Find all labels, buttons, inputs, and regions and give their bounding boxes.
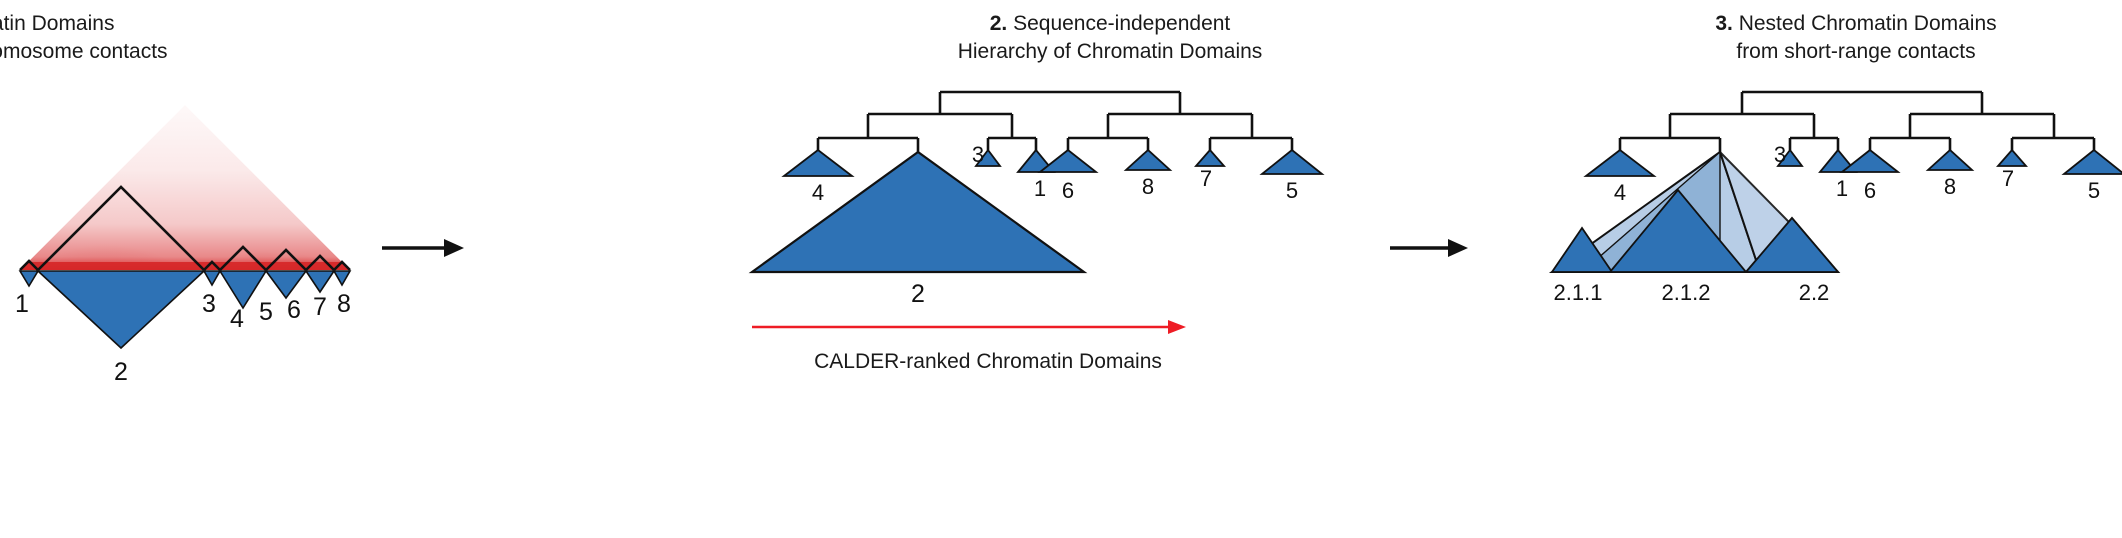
hierarchy-dendrogram (816, 90, 1294, 152)
nested-leaf-triangle-6 (1839, 148, 1901, 173)
hic-contact-heatmap (20, 105, 350, 270)
leaf-label-3: 3 (972, 142, 984, 167)
panel-2-number: 2. (989, 12, 1008, 35)
domain-label-8: 8 (337, 290, 351, 318)
domain-triangle-1 (18, 270, 40, 288)
leaf-label-7: 7 (1200, 166, 1212, 191)
domain-triangle-4 (218, 270, 268, 310)
leaf-triangle-8 (1123, 148, 1173, 171)
nested-label-2-2: 2.2 (1799, 280, 1830, 305)
panel-2-title: 2. Sequence-independent Hierarchy of Chr… (730, 10, 1490, 66)
nested-leaf-triangle-3 (1776, 148, 1804, 167)
domain-label-6: 6 (287, 296, 301, 324)
panel-3-number: 3. (1715, 12, 1733, 35)
panel-1-title: 1. Chromatin Domains from whole-chromoso… (0, 10, 360, 66)
domain-triangle-3 (202, 270, 222, 287)
leaf-triangle-7 (1194, 148, 1226, 167)
panel-3-title-line2: from short-range contacts (1736, 40, 1976, 63)
arrow-1-to-2 (382, 239, 464, 257)
panel-2-title-line1: Sequence-independent (1013, 12, 1231, 35)
panel-3-graphic: 4 3 1 6 8 7 5 2.1.1 2.1.2 2.2 (1548, 90, 2122, 305)
leaf-label-5: 5 (1286, 178, 1298, 203)
leaf-label-4: 4 (812, 180, 824, 205)
panel-2-hierarchy: 2. Sequence-independent Hierarchy of Chr… (700, 0, 1468, 538)
domain-triangle-2 (35, 270, 207, 350)
nested-label-2-1-2: 2.1.2 (1662, 280, 1711, 305)
calder-rank-arrow (752, 320, 1186, 334)
panel-1-title-line1: Chromatin Domains (0, 12, 115, 35)
domain-label-3: 3 (202, 290, 216, 318)
nested-leaf-triangle-4 (1583, 148, 1657, 177)
leaf-label-6: 6 (1062, 178, 1074, 203)
panel-1-graphic: 1 3 4 5 6 7 8 2 (15, 105, 464, 386)
domain-label-1: 1 (15, 290, 29, 318)
leaf-triangles (781, 148, 1325, 177)
panel-3-title-line1: Nested Chromatin Domains (1738, 12, 1997, 35)
nested-leaf-label-7: 7 (2002, 166, 2014, 191)
big-domain-triangle-2 (748, 150, 1088, 274)
nested-leaf-triangle-7 (1996, 148, 2028, 167)
panel-3-title: 3. Nested Chromatin Domains from short-r… (1530, 10, 2122, 66)
domain-label-5: 5 (259, 298, 273, 326)
nested-leaf-triangle-5 (2061, 148, 2122, 175)
nested-leaf-label-4: 4 (1614, 180, 1626, 205)
nested-leaf-triangle-8 (1925, 148, 1975, 171)
nested-dendrogram (1618, 90, 2096, 152)
nested-domain-shape (1548, 150, 1841, 273)
domain-label-4: 4 (230, 305, 244, 333)
nested-leaf-label-6: 6 (1864, 178, 1876, 203)
leaf-triangle-4 (781, 148, 855, 177)
domain-triangle-7 (332, 270, 352, 287)
leaf-triangle-5 (1259, 148, 1325, 175)
leaf-label-8: 8 (1142, 174, 1154, 199)
arrow-2-to-3 (1390, 239, 1468, 257)
big-domain-label-2: 2 (911, 280, 925, 308)
leaf-triangle-1 (1016, 148, 1056, 173)
panel-3-nested-domains: 3. Nested Chromatin Domains from short-r… (1470, 0, 2122, 538)
calder-arrow-caption: CALDER-ranked Chromatin Domains (814, 350, 1162, 373)
nested-leaf-triangles (1583, 148, 2122, 177)
panel-2-graphic: 4 3 1 6 8 7 5 2 (748, 90, 1468, 334)
leaf-triangle-6 (1037, 148, 1099, 173)
nested-leaf-label-1: 1 (1836, 176, 1848, 201)
panel-1-title-line2: from whole-chromosome contacts (0, 40, 168, 63)
nested-leaf-label-8: 8 (1944, 174, 1956, 199)
nested-label-2-1-1: 2.1.1 (1554, 280, 1603, 305)
nested-leaf-label-5: 5 (2088, 178, 2100, 203)
domain-triangle-6 (304, 270, 336, 294)
leaf-label-1: 1 (1034, 176, 1046, 201)
domain-outlines (19, 185, 351, 271)
nested-leaf-triangle-1 (1818, 148, 1858, 173)
domain-label-7: 7 (313, 293, 327, 321)
subdomain-2-1-2 (1608, 188, 1748, 273)
domain-triangles (18, 270, 352, 350)
nested-leaf-label-3: 3 (1774, 142, 1786, 167)
domain-triangle-5 (264, 270, 308, 300)
panel-2-title-line2: Hierarchy of Chromatin Domains (957, 40, 1263, 63)
leaf-triangle-3 (974, 148, 1002, 167)
subdomain-2-1-1 (1550, 226, 1614, 273)
panel-1-chromatin-domains: 1. Chromatin Domains from whole-chromoso… (0, 0, 700, 538)
domain-label-2: 2 (114, 358, 128, 386)
